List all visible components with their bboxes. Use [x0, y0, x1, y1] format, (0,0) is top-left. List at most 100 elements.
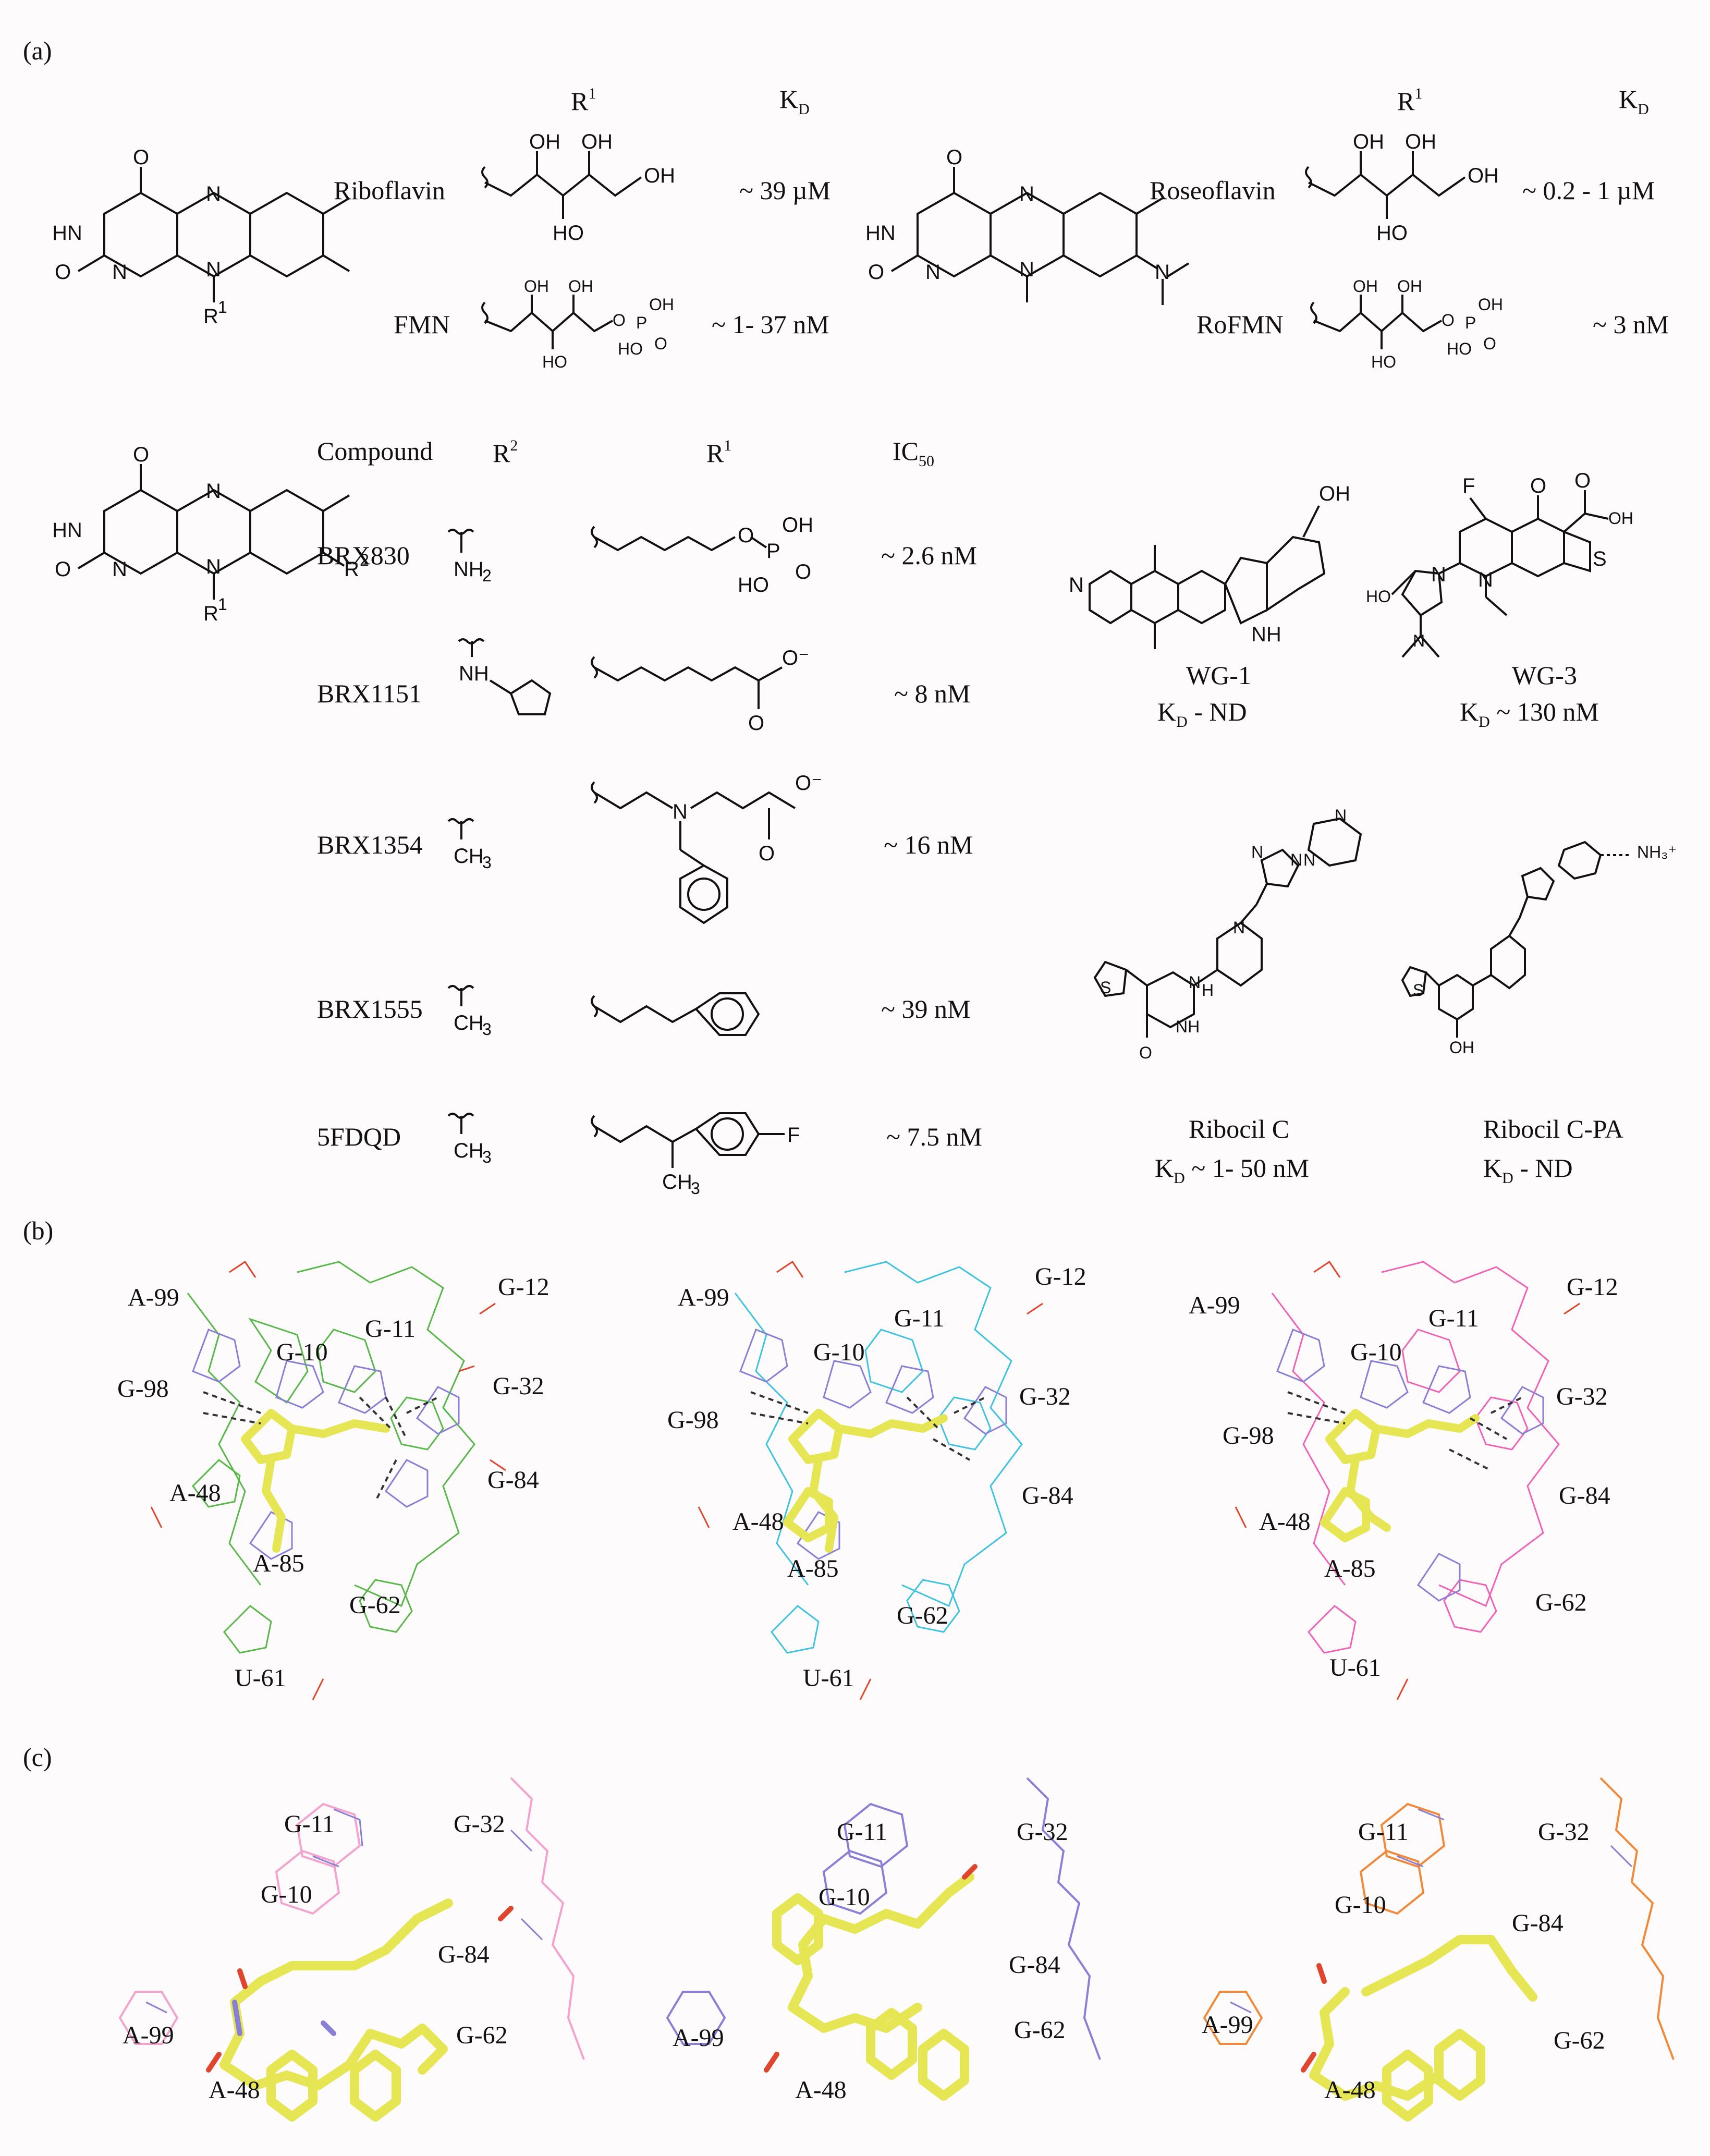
svg-text:O: O [55, 558, 71, 581]
svg-text:N: N [1019, 258, 1034, 281]
svg-text:O: O [946, 146, 962, 169]
c1-label-g10: G-10 [261, 1881, 312, 1908]
wg1-name: WG-1 [1186, 661, 1251, 690]
b2-label-g84: G-84 [1022, 1482, 1073, 1509]
panel-b-model-green [150, 1260, 506, 1700]
svg-text:CH: CH [662, 1171, 692, 1193]
svg-text:S: S [1593, 547, 1607, 570]
c3-label-g11: G-11 [1358, 1818, 1409, 1846]
c2-label-a99: A-99 [673, 2024, 724, 2052]
c1-label-a99: A-99 [123, 2021, 174, 2049]
b2-label-g62: G-62 [897, 1602, 948, 1629]
svg-text:H: H [1202, 981, 1214, 1000]
svg-text:R: R [203, 305, 218, 328]
b3-label-g98: G-98 [1223, 1422, 1274, 1449]
panel-b-label: (b) [23, 1216, 54, 1245]
svg-text:3: 3 [482, 1148, 492, 1166]
svg-text:3: 3 [482, 1020, 492, 1039]
svg-text:O: O [1574, 469, 1591, 492]
svg-text:HO: HO [618, 339, 643, 358]
svg-text:HO: HO [553, 222, 584, 245]
svg-text:OH: OH [568, 277, 593, 296]
svg-text:OH: OH [1468, 164, 1499, 187]
header-r2: R2 [493, 437, 518, 468]
svg-text:HN: HN [865, 222, 896, 245]
compound-name-fmn: FMN [394, 310, 450, 339]
kd-fmn: ~ 1- 37 nM [712, 310, 829, 339]
ribocil-c-kd: KD ~ 1- 50 nM [1155, 1153, 1309, 1187]
svg-text:N: N [112, 261, 127, 284]
c1-label-g62: G-62 [456, 2021, 508, 2049]
b1-label-g84: G-84 [487, 1466, 539, 1494]
b3-label-u61: U-61 [1329, 1654, 1381, 1682]
svg-text:F: F [1462, 474, 1475, 497]
r2-nh2-group: NH 2 [447, 529, 492, 585]
r1-phosphopentyl-chain: O P OH HO O [591, 514, 813, 596]
svg-text:N: N [1335, 806, 1347, 825]
b1-label-g12: G-12 [498, 1273, 549, 1301]
svg-text:OH: OH [1353, 130, 1384, 153]
c1-label-g32: G-32 [454, 1810, 505, 1838]
ic50-brx1555: ~ 39 nM [881, 994, 971, 1024]
svg-text:P: P [1465, 313, 1476, 332]
c1-label-a48: A-48 [209, 2076, 260, 2104]
c3-label-g84: G-84 [1512, 1909, 1564, 1937]
rofmn-r1-chain: OH HO OH O P OH HO O [1310, 277, 1503, 371]
ribocil-c-pa-kd: KD - ND [1483, 1153, 1573, 1187]
r2-methyl-group-3: CH 3 [447, 1113, 492, 1166]
b3-label-g32: G-32 [1556, 1383, 1608, 1410]
svg-text:O: O [654, 334, 667, 353]
svg-text:N: N [1290, 850, 1302, 869]
compound-name-roseoflavin: Roseoflavin [1150, 176, 1276, 205]
kd-roseoflavin: ~ 0.2 - 1 µM [1522, 176, 1655, 205]
svg-text:O: O [868, 261, 884, 284]
c2-label-g62: G-62 [1014, 2016, 1066, 2044]
c2-label-a48: A-48 [795, 2076, 847, 2104]
svg-text:CH: CH [454, 845, 484, 868]
panel-c-label: (c) [23, 1743, 52, 1772]
compound-name-brx1151: BRX1151 [317, 679, 422, 708]
wg1-kd: KD - ND [1157, 697, 1247, 730]
svg-text:CH: CH [454, 1139, 484, 1162]
svg-text:O: O [1139, 1043, 1152, 1062]
compound-name-rofmn: RoFMN [1196, 310, 1284, 339]
svg-text:CH: CH [454, 1012, 484, 1034]
b1-label-g62: G-62 [349, 1591, 401, 1619]
svg-text:OH: OH [782, 514, 813, 537]
svg-text:N: N [206, 258, 221, 281]
roseoflavin-core-structure: O HN O N N N N [865, 146, 1190, 305]
c2-label-g11: G-11 [837, 1818, 887, 1846]
c2-label-g10: G-10 [819, 1883, 870, 1911]
svg-text:OH: OH [1608, 509, 1633, 528]
svg-text:OH: OH [529, 130, 560, 153]
r1-phenylpropyl-chain [591, 992, 760, 1036]
roseoflavin-r1-chain: OH HO OH OH [1305, 130, 1499, 245]
header-r1-right: R1 [1397, 85, 1423, 116]
ic50-brx1151: ~ 8 nM [894, 679, 971, 708]
b3-label-g84: G-84 [1559, 1482, 1610, 1509]
svg-text:HO: HO [542, 352, 567, 371]
compound-name-brx1555: BRX1555 [317, 994, 423, 1024]
compound-name-brx1354: BRX1354 [317, 830, 423, 859]
svg-text:HO: HO [738, 574, 769, 596]
b2-label-g32: G-32 [1019, 1383, 1071, 1410]
svg-text:O: O [1483, 334, 1496, 353]
wg3-structure: F O O OH HO N N N S [1366, 469, 1633, 658]
b1-label-g10: G-10 [276, 1338, 328, 1366]
c3-label-g32: G-32 [1538, 1818, 1590, 1846]
header-kd-right: KD [1619, 84, 1649, 118]
b3-label-g10: G-10 [1350, 1338, 1402, 1366]
c3-label-g10: G-10 [1335, 1891, 1386, 1919]
b2-label-a99: A-99 [678, 1284, 729, 1311]
header-r1-mid: R1 [706, 437, 732, 468]
header-compound: Compound [317, 436, 433, 466]
b3-label-g62: G-62 [1535, 1589, 1587, 1616]
svg-text:2: 2 [482, 566, 492, 585]
svg-text:N: N [1413, 631, 1425, 650]
svg-text:N: N [1019, 182, 1034, 205]
b1-label-u61: U-61 [235, 1664, 286, 1692]
svg-text:R: R [203, 602, 218, 625]
panel-b-model-pink [1235, 1260, 1580, 1700]
svg-text:HN: HN [52, 222, 82, 245]
b1-label-a48: A-48 [169, 1479, 221, 1507]
